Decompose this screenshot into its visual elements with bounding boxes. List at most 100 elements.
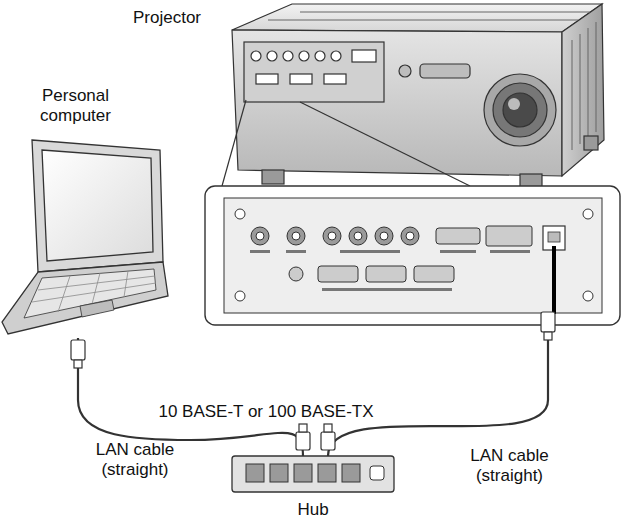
rj45-plug	[296, 432, 310, 450]
terminal-panel-inset	[287, 227, 305, 245]
projector-drawing	[267, 51, 277, 61]
terminal-panel-inset	[292, 232, 300, 240]
computer-node: Personal computer	[0, 138, 168, 338]
hub-drawing	[246, 464, 360, 482]
laptop-drawing	[58, 276, 70, 312]
projector-drawing	[232, 30, 562, 176]
lan-cable-line	[78, 338, 303, 456]
rj45-plug	[299, 424, 307, 432]
inset-leader	[222, 100, 246, 186]
hub-drawing	[294, 464, 312, 482]
laptop-drawing	[32, 283, 156, 302]
device-label: Personal computer	[28, 86, 123, 126]
projector-drawing	[251, 50, 376, 84]
terminal-panel-inset	[235, 209, 593, 301]
rj45-plug	[74, 360, 82, 368]
lan-cable	[328, 325, 548, 456]
terminal-panel-inset	[224, 198, 602, 313]
device-label: Hub	[232, 500, 394, 520]
terminal-panel-inset	[328, 232, 336, 240]
terminal-panel-inset	[250, 250, 270, 253]
hub-drawing	[270, 464, 288, 482]
projector-drawing	[268, 20, 578, 21]
projector-drawing	[399, 65, 411, 77]
hub-node: Hub	[232, 456, 394, 492]
terminal-panel-inset	[322, 288, 452, 291]
projector-drawing	[493, 83, 547, 137]
projector-drawing	[420, 64, 470, 78]
hub-drawing	[370, 466, 384, 480]
rj45-plug	[321, 432, 335, 450]
projector-drawing	[232, 4, 602, 32]
terminal-panel-inset	[440, 250, 476, 253]
projector-node: Projector	[205, 0, 620, 325]
terminal-panel-inset	[286, 250, 306, 253]
projector-drawing	[562, 4, 604, 176]
lan-cable	[78, 338, 303, 456]
laptop-drawing	[42, 150, 153, 261]
projector-drawing	[580, 34, 581, 144]
cable-label: LAN cable (straight)	[80, 440, 190, 480]
terminal-panel-inset	[366, 266, 406, 282]
hub-drawing	[318, 464, 336, 482]
hub-drawing	[232, 456, 394, 492]
terminal-panel-inset	[256, 232, 414, 240]
projector-drawing	[283, 51, 293, 61]
projector-drawing	[290, 74, 312, 84]
rj45-plug	[71, 340, 85, 360]
laptop-drawing	[92, 273, 100, 304]
projector-drawing	[300, 12, 590, 13]
terminal-panel-inset	[380, 232, 388, 240]
terminal-panel-inset	[250, 250, 530, 291]
inset-leader	[222, 100, 470, 186]
hub-drawing	[342, 464, 360, 482]
terminal-panel-inset	[235, 291, 245, 301]
terminal-panel-inset	[289, 226, 532, 282]
terminal-panel-inset	[490, 250, 530, 253]
projector-drawing	[584, 136, 598, 150]
projector-drawing	[503, 93, 537, 127]
hub-drawing	[232, 456, 394, 492]
terminal-panel-inset	[318, 266, 358, 282]
projector-drawing	[331, 51, 341, 61]
projector-drawing	[484, 74, 556, 146]
laptop-drawing	[124, 271, 128, 297]
rj45-plug	[71, 312, 555, 450]
terminal-panel-inset	[251, 227, 269, 245]
projector-drawing	[262, 170, 284, 184]
terminal-panel-inset	[552, 246, 556, 314]
terminal-panel-inset	[583, 291, 593, 301]
terminal-panel-inset	[548, 232, 560, 242]
hub-drawing	[246, 464, 264, 482]
terminal-panel-inset	[486, 226, 532, 246]
rj45-plug	[324, 424, 332, 432]
laptop-drawing	[80, 300, 114, 317]
projector-drawing	[244, 42, 384, 102]
lan-cable-line	[328, 325, 548, 456]
terminal-panel-inset	[349, 227, 367, 245]
terminal-panel-inset	[436, 228, 480, 244]
device-label: Projector	[133, 8, 205, 28]
projector-drawing	[588, 28, 589, 138]
projector-drawing	[232, 4, 604, 188]
projector-drawing	[256, 74, 278, 84]
terminal-panel-inset	[583, 209, 593, 219]
terminal-panel-inset	[414, 266, 454, 282]
projector-drawing	[251, 51, 261, 61]
projector-drawing	[572, 40, 573, 150]
terminal-panel-inset	[205, 186, 620, 325]
cable-label: LAN cable (straight)	[452, 446, 567, 486]
laptop-drawing	[2, 262, 168, 334]
inset-leader	[300, 102, 470, 186]
projector-drawing	[324, 74, 346, 84]
projector-drawing	[299, 51, 309, 61]
terminal-panel-inset	[323, 227, 341, 245]
network-spec-label: 10 BASE-T or 100 BASE-TX	[100, 402, 432, 422]
projector-drawing	[352, 50, 376, 62]
terminal-panel-inset	[205, 186, 620, 325]
projector-drawing	[508, 98, 520, 110]
terminal-panel-inset	[256, 232, 264, 240]
terminal-panel-inset	[406, 232, 414, 240]
projector-drawing	[315, 51, 325, 61]
